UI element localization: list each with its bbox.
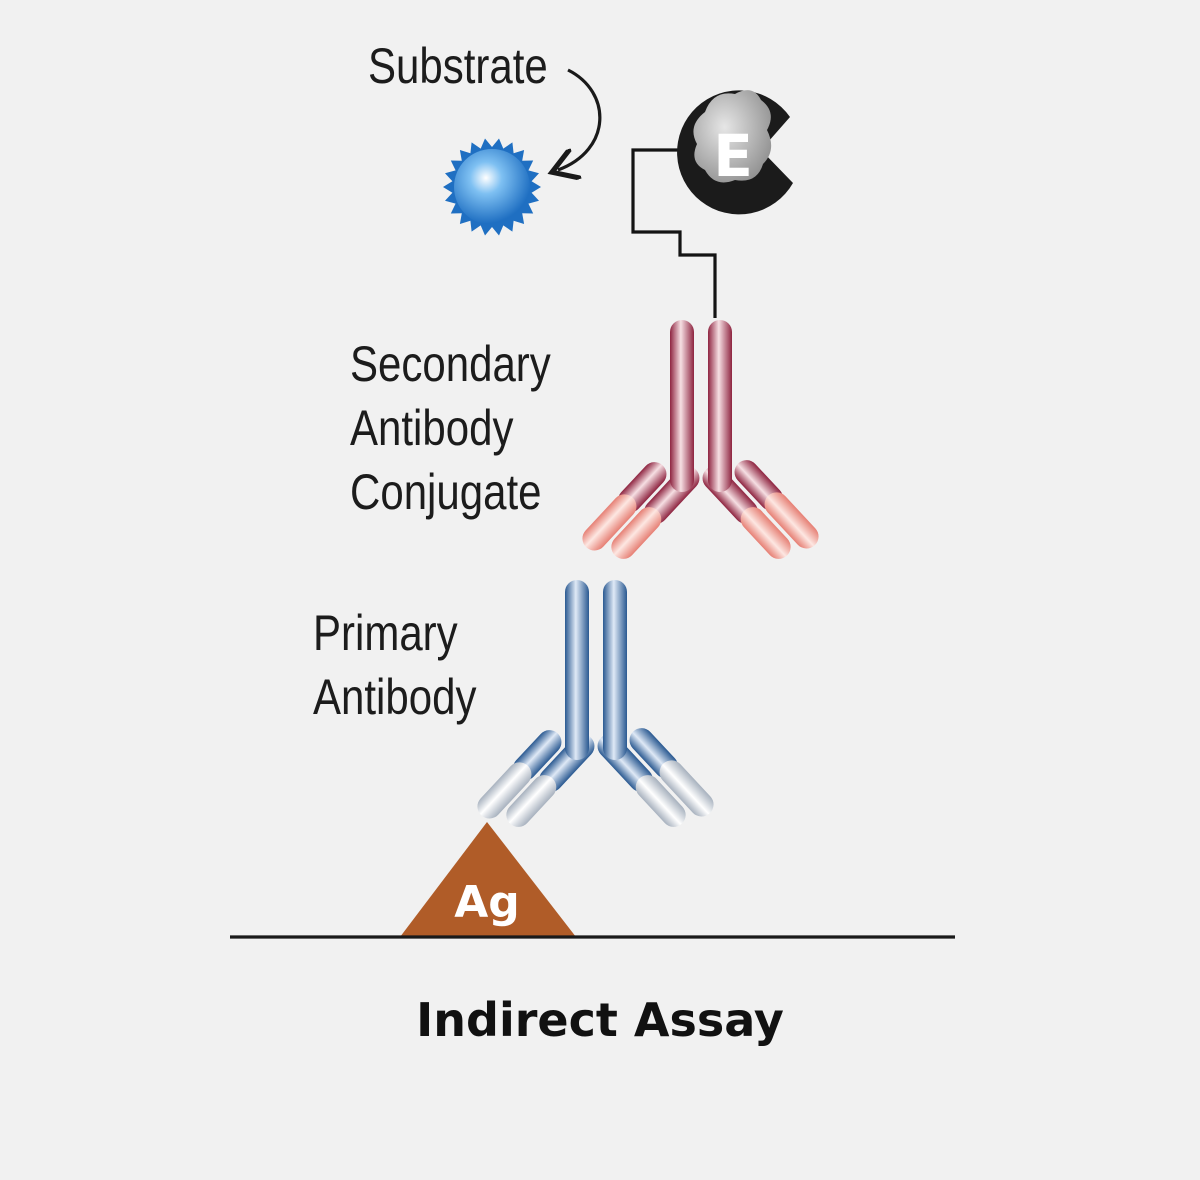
primary-label-line1: Primary [313, 605, 458, 661]
primary-antibody-label: Primary Antibody [313, 601, 476, 729]
substrate-label: Substrate [368, 34, 548, 98]
antigen-label: Ag [454, 877, 520, 928]
substrate-text: Substrate [368, 38, 548, 94]
enzyme-label: E [713, 122, 753, 190]
enzyme-icon: E [677, 90, 793, 215]
substrate-particle [443, 138, 541, 236]
enzyme-linker [631, 148, 717, 318]
diagram-title: Indirect Assay [416, 993, 784, 1047]
secondary-label-line1: Secondary [350, 336, 551, 392]
primary-antibody [477, 580, 714, 827]
substrate-arrow [558, 68, 602, 170]
primary-label-line2: Antibody [313, 669, 477, 725]
secondary-antibody-label: Secondary Antibody Conjugate [350, 332, 551, 524]
secondary-label-line2: Antibody [350, 400, 514, 456]
secondary-label-line3: Conjugate [350, 464, 542, 520]
antigen: Ag [400, 822, 576, 937]
secondary-antibody [582, 320, 819, 559]
